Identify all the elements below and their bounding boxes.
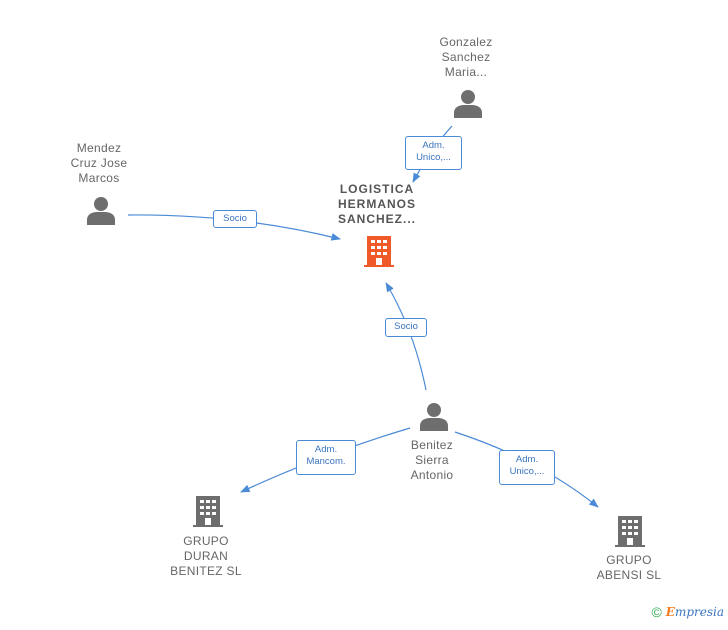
- person-icon[interactable]: [453, 88, 483, 118]
- edge-label-line: Adm.: [314, 444, 338, 455]
- copyright-icon: ©: [651, 604, 662, 620]
- node-benitez-label[interactable]: Benitez Sierra Antonio: [382, 438, 482, 483]
- node-label-line: Sanchez: [441, 50, 491, 64]
- node-label-line: DURAN: [183, 549, 229, 563]
- edge-label-benitez-abensi[interactable]: Adm. Unico,...: [499, 450, 555, 485]
- edge-label-gonzalez-center[interactable]: Adm. Unico,...: [405, 136, 462, 170]
- building-icon[interactable]: [192, 494, 224, 528]
- edge-label-benitez-center[interactable]: Socio: [385, 318, 427, 337]
- node-label-line: ABENSI SL: [596, 568, 662, 582]
- node-label-line: LOGISTICA: [339, 182, 415, 196]
- building-icon[interactable]: [363, 234, 395, 268]
- node-label-line: GRUPO: [606, 553, 652, 567]
- brand-logo: Empresia: [665, 605, 724, 619]
- edge-label-mendez-center[interactable]: Socio: [213, 210, 257, 228]
- edge-label-line: Adm.: [422, 140, 445, 151]
- person-icon[interactable]: [419, 401, 449, 431]
- edge-label-line: Adm.: [515, 454, 539, 465]
- node-label-line: Cruz Jose: [70, 156, 128, 170]
- node-center-label[interactable]: LOGISTICA HERMANOS SANCHEZ...: [322, 182, 432, 227]
- node-label-line: GRUPO: [183, 534, 229, 548]
- node-label-line: Mendez: [76, 141, 122, 155]
- node-label-line: BENITEZ SL: [170, 564, 242, 578]
- node-label-line: SANCHEZ...: [337, 212, 416, 226]
- edge-label-line: Socio: [394, 321, 418, 332]
- node-label-line: Gonzalez: [439, 35, 493, 49]
- node-label-line: Sierra: [415, 453, 449, 467]
- node-label-line: Antonio: [410, 468, 454, 482]
- node-label-line: Benitez: [410, 438, 454, 452]
- footer-branding: © Empresia: [651, 604, 724, 620]
- person-icon[interactable]: [86, 195, 116, 225]
- node-label-line: HERMANOS: [337, 197, 416, 211]
- node-label-line: Marcos: [78, 171, 120, 185]
- node-gonzalez-label[interactable]: Gonzalez Sanchez Maria...: [416, 35, 516, 80]
- edge-label-benitez-duran[interactable]: Adm. Mancom.: [296, 440, 356, 475]
- node-mendez-label[interactable]: Mendez Cruz Jose Marcos: [49, 141, 149, 186]
- edge-label-line: Mancom.: [306, 456, 346, 467]
- node-label-line: Maria...: [444, 65, 488, 79]
- edge-label-line: Unico,...: [509, 466, 545, 477]
- edge-label-line: Unico,...: [416, 152, 451, 163]
- edge-label-line: Socio: [223, 213, 247, 224]
- building-icon[interactable]: [614, 514, 646, 548]
- node-grupo-abensi-label[interactable]: GRUPO ABENSI SL: [578, 553, 680, 583]
- node-grupo-duran-label[interactable]: GRUPO DURAN BENITEZ SL: [156, 534, 256, 579]
